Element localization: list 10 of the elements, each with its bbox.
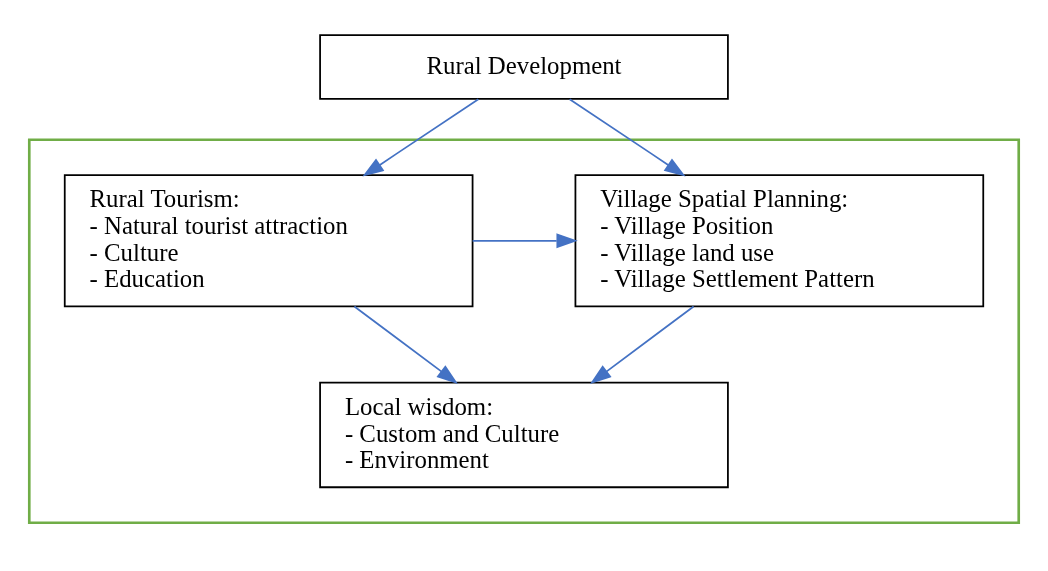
arrow	[590, 305, 695, 384]
node-box: Rural Tourism: - Natural tourist attraction - Culture - Education	[63, 173, 474, 307]
node-box: Local wisdom: - Custom and Culture - Environment	[319, 381, 729, 488]
arrow	[353, 305, 458, 384]
arrow	[362, 97, 480, 176]
node-box: Village Spatial Planning: - Village Position - Village land use - Village Settlement Pattern	[574, 173, 985, 307]
arrow	[568, 97, 686, 176]
arrow	[471, 232, 578, 248]
cluster	[27, 137, 1021, 524]
node-box: Rural Development	[319, 33, 729, 100]
